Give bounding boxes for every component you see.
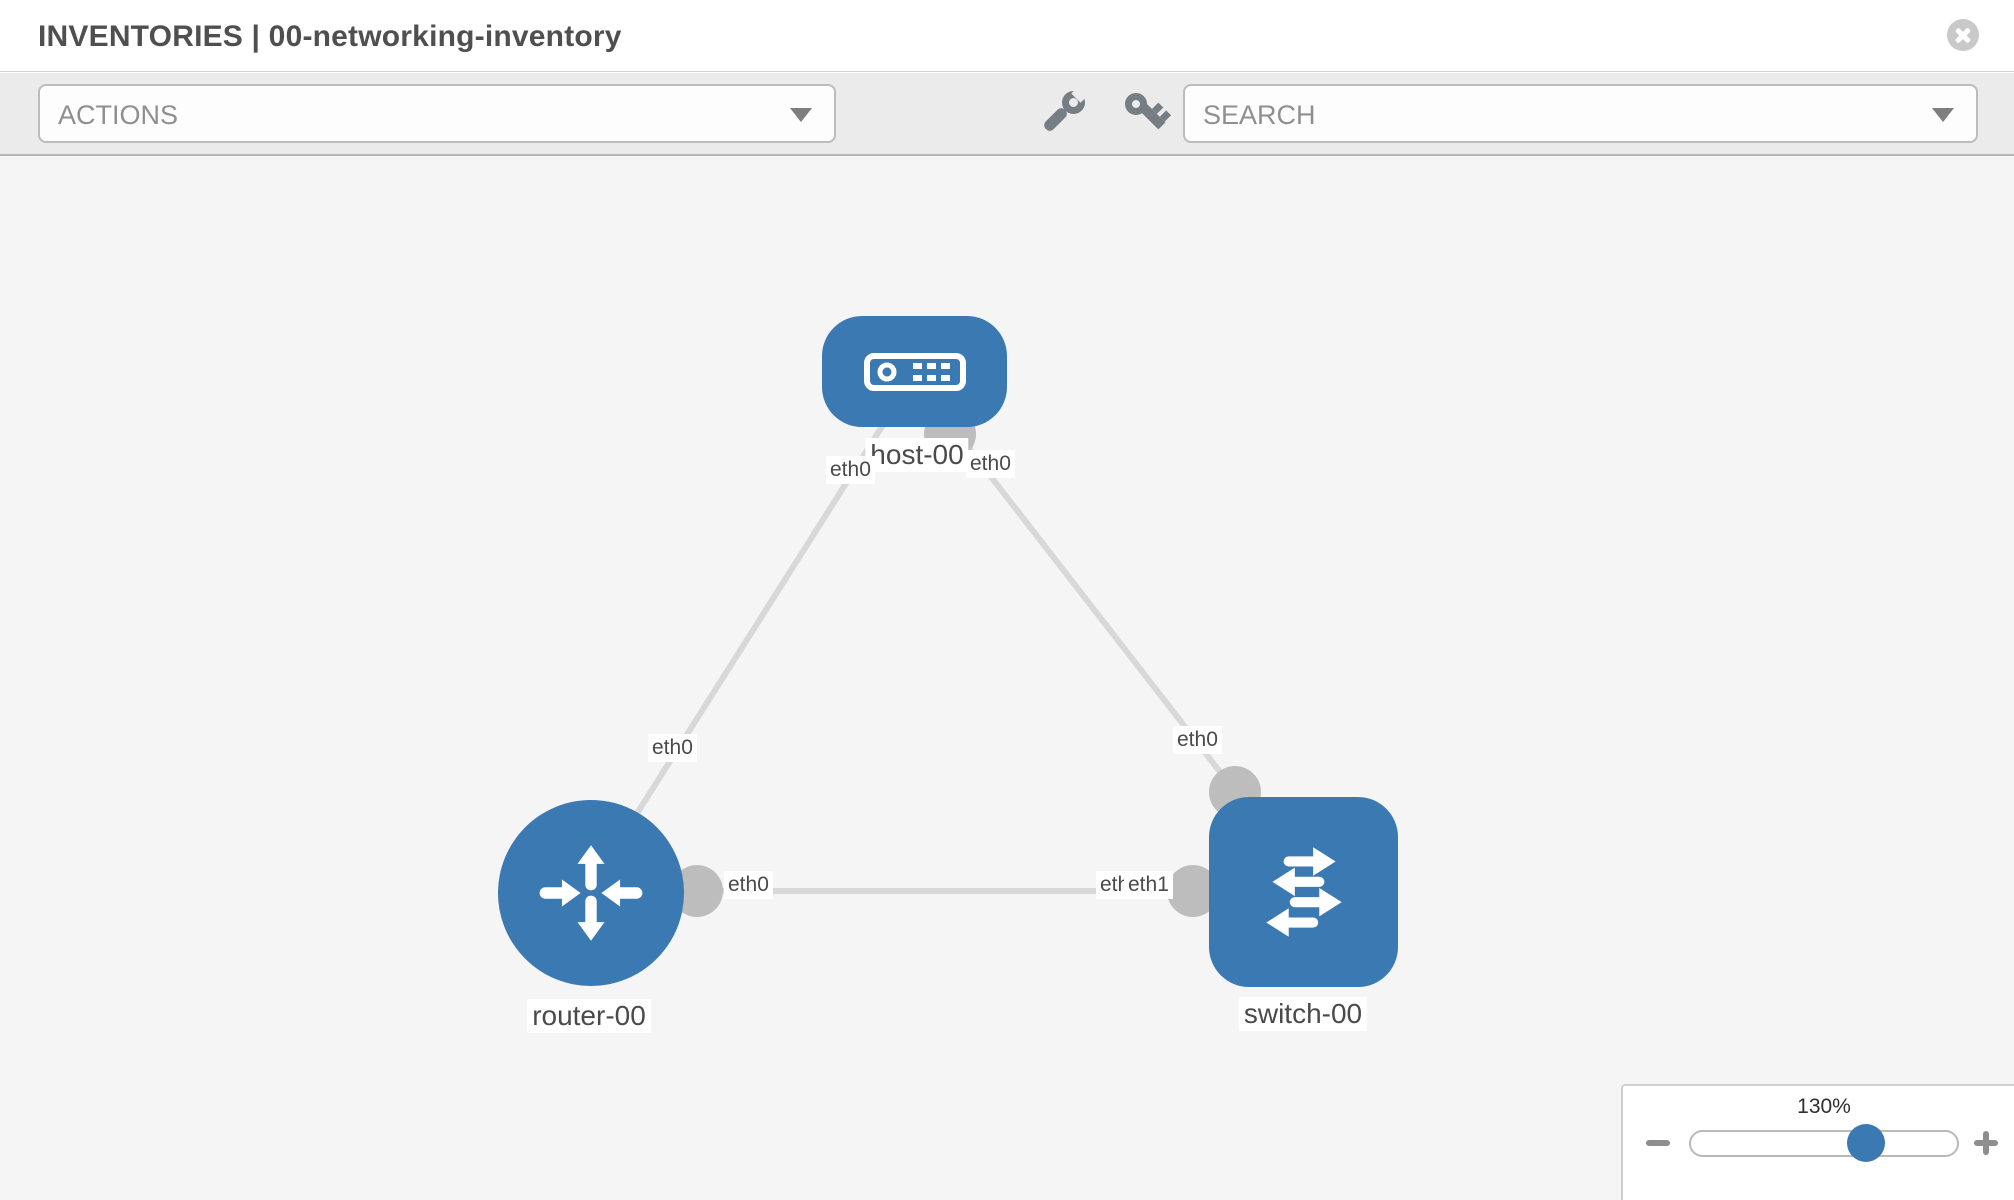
header: INVENTORIES | 00-networking-inventory [0,0,2014,72]
node-switch-00[interactable] [1209,797,1398,987]
interface-label-router-eth0-top: eth0 [648,734,697,763]
topology-canvas[interactable]: host-00 router-00 switch-00 eth0 eth0 et… [0,156,2014,1200]
actions-dropdown-label: ACTIONS [58,100,179,130]
node-host-00[interactable] [822,316,1007,427]
interface-label-router-eth0-right: eth0 [724,871,773,900]
zoom-out-icon [1646,1140,1670,1146]
zoom-slider[interactable] [1689,1124,1959,1162]
interface-label-switch-eth1: eth1 [1124,871,1173,900]
zoom-control-panel: 130% [1621,1084,2014,1200]
toolbar: ACTIONS SEARCH [0,73,2014,156]
actions-dropdown[interactable]: ACTIONS [38,84,836,143]
key-icon [1138,102,1166,130]
node-label-router: router-00 [527,999,651,1034]
interface-dot-switch-left [1167,865,1219,917]
node-router-00[interactable] [498,800,684,986]
zoom-in-button[interactable] [1971,1128,2001,1158]
wrench-button[interactable] [1042,84,1090,135]
zoom-level-value: 130% [1797,1095,1851,1118]
interface-dot-router [671,865,723,917]
interface-label-host-eth0-right: eth0 [966,450,1015,479]
caret-down-icon [790,108,812,122]
search-dropdown-label: SEARCH [1203,100,1316,130]
router-icon [539,845,643,941]
interface-label-switch-eth0-top: eth0 [1173,726,1222,755]
wrench-icon [1042,106,1069,133]
host-icon [863,352,966,391]
node-label-switch: switch-00 [1238,997,1368,1032]
links-layer [607,404,1261,917]
node-label-host: host-00 [865,438,969,473]
key-button[interactable] [1122,89,1168,135]
switch-icon [1265,847,1342,937]
toolbar-icons [1042,84,1168,135]
zoom-slider-knob[interactable] [1847,1124,1885,1162]
search-dropdown[interactable]: SEARCH [1183,84,1978,143]
close-button[interactable] [1947,19,1979,51]
zoom-in-icon [1983,1131,1989,1155]
page-title: INVENTORIES | 00-networking-inventory [38,20,622,53]
caret-down-icon [1932,108,1954,122]
interface-label-host-eth0-left: eth0 [826,456,875,485]
zoom-out-button[interactable] [1643,1128,1673,1158]
